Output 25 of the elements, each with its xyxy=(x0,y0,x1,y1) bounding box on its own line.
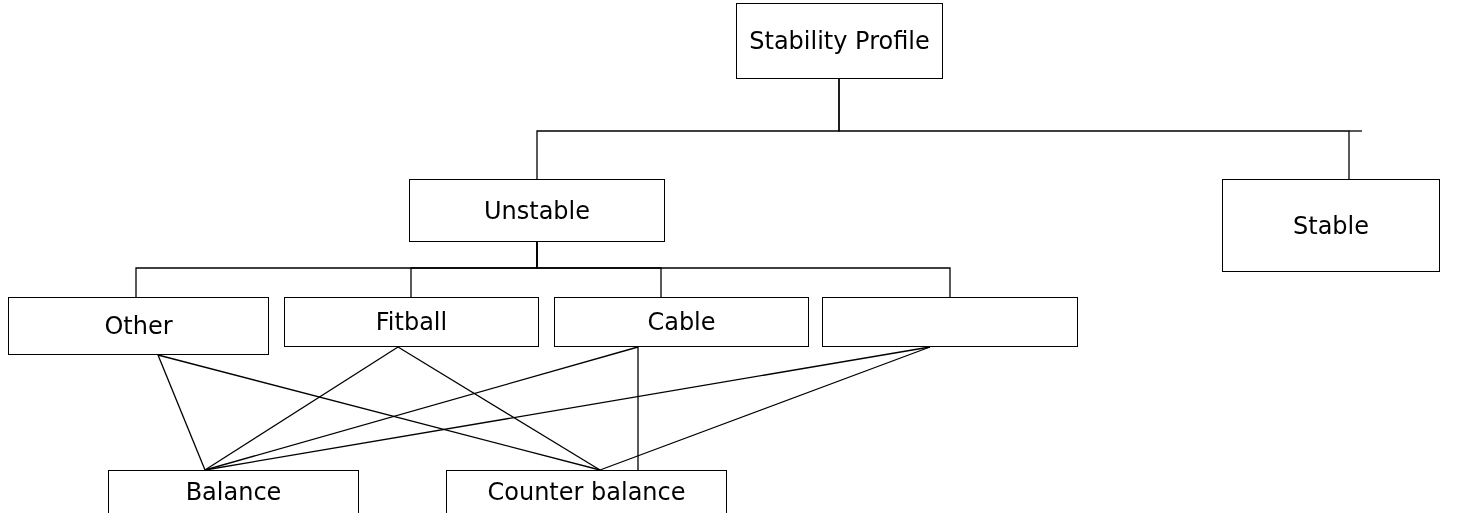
connector-line xyxy=(204,346,399,471)
node-label: Balance xyxy=(185,478,282,506)
node-label: Stable xyxy=(1293,211,1369,240)
connector-line xyxy=(599,346,931,471)
node-label: Stability Profile xyxy=(749,27,930,55)
category-box xyxy=(446,470,727,513)
node-label: Counter balance xyxy=(487,478,686,506)
connector-line xyxy=(157,354,601,471)
connector-line xyxy=(838,78,1350,180)
connector-line xyxy=(536,241,951,298)
connector-line xyxy=(157,354,206,471)
connector-line xyxy=(397,346,601,471)
node-label: Other xyxy=(104,312,173,340)
empty-box xyxy=(822,297,1078,347)
node-label: Fitball xyxy=(375,308,448,336)
node-label: Cable xyxy=(647,308,716,336)
node-label: Unstable xyxy=(483,196,591,225)
category-box xyxy=(409,179,665,242)
category-box xyxy=(736,3,943,79)
connector-line xyxy=(637,346,639,471)
category-box xyxy=(108,470,359,513)
category-box xyxy=(554,297,809,347)
category-box xyxy=(8,297,269,355)
category-box xyxy=(284,297,539,347)
category-box xyxy=(1222,179,1440,272)
